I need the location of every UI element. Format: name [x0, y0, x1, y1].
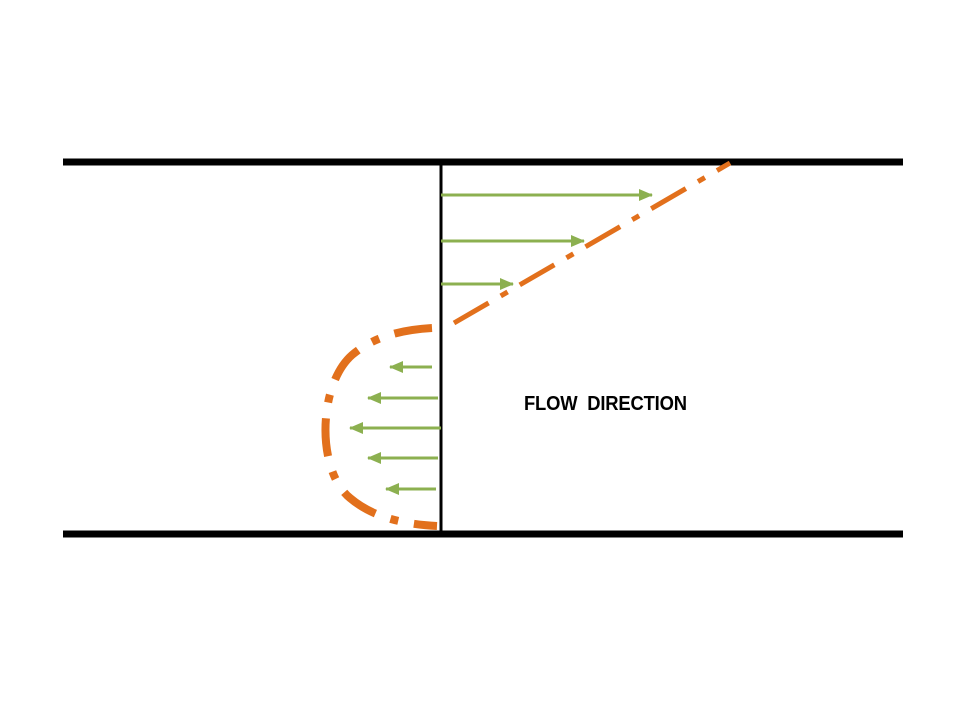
reverse-arrows — [349, 361, 441, 495]
linear-velocity-profile — [452, 160, 732, 326]
parabolic-velocity-profile — [321, 324, 438, 530]
forward-arrows — [441, 189, 653, 290]
flow-direction-label: FLOW DIRECTION — [524, 393, 687, 415]
